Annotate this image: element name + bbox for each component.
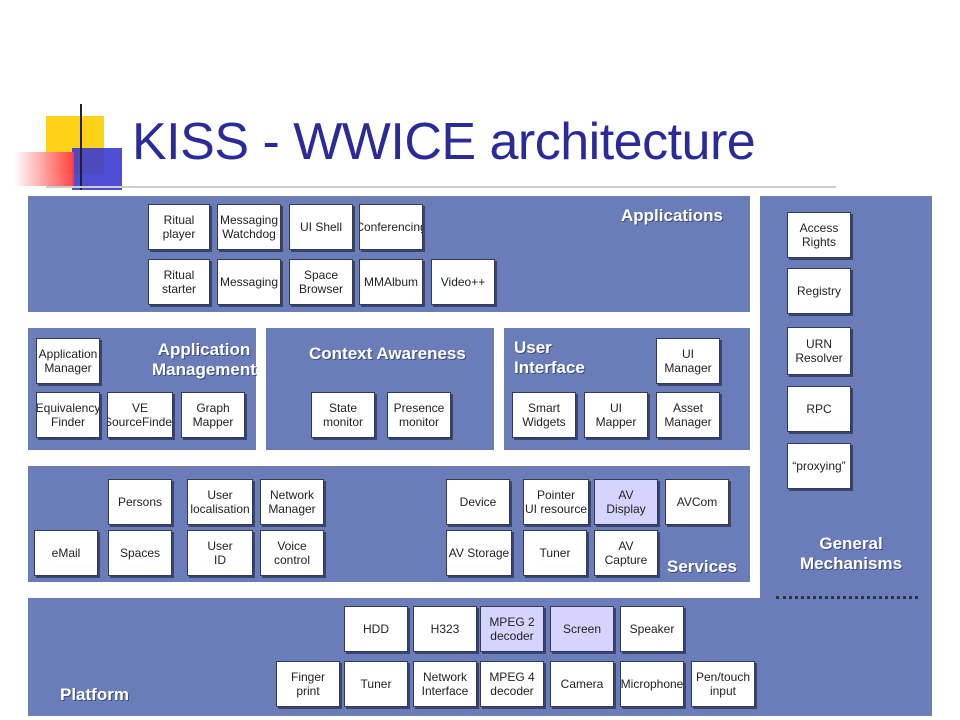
mpeg2-decoder-box: MPEG 2 decoder <box>480 606 544 652</box>
hdd-box: HDD <box>344 606 408 652</box>
messaging-watchdog-box: Messaging Watchdog <box>217 204 281 250</box>
user-interface-label: User Interface <box>514 338 585 377</box>
access-rights-box: Access Rights <box>787 212 851 258</box>
presence-monitor-box: Presence monitor <box>387 392 451 438</box>
av-storage-box: AV Storage <box>446 530 512 576</box>
messaging-box: Messaging <box>217 259 281 305</box>
ritual-starter-box: Ritual starter <box>148 259 210 305</box>
slide-title: KISS - WWICE architecture <box>132 113 756 171</box>
registry-box: Registry <box>787 268 851 314</box>
graph-mapper-box: Graph Mapper <box>181 392 245 438</box>
equivalency-finder-box: Equivalency Finder <box>36 392 100 438</box>
general-mechanisms-label: General Mechanisms <box>800 534 903 573</box>
context-awareness-panel <box>266 328 494 450</box>
applications-label: Applications <box>621 206 724 225</box>
network-interface-box: Network Interface <box>413 661 477 707</box>
ui-shell-box: UI Shell <box>289 204 353 250</box>
general-mechanisms-connector <box>760 580 932 600</box>
space-browser-box: Space Browser <box>289 259 353 305</box>
spaces-box: Spaces <box>108 530 172 576</box>
title-logo-red-square <box>14 152 74 186</box>
finger-print-box: Finger print <box>276 661 340 707</box>
proxying-box: “proxying” <box>787 443 851 489</box>
screen-box: Screen <box>550 606 614 652</box>
speaker-box: Speaker <box>620 606 684 652</box>
av-display-box: AV Display <box>594 479 658 525</box>
pointer-ui-resource-box: Pointer UI resource <box>523 479 589 525</box>
platform-label: Platform <box>60 685 129 704</box>
title-logo-horizontal-line <box>46 186 836 188</box>
ui-mapper-box: UI Mapper <box>584 392 648 438</box>
pen-touch-input-box: Pen/touch input <box>691 661 755 707</box>
ritual-player-box: Ritual player <box>148 204 210 250</box>
mpeg4-decoder-box: MPEG 4 decoder <box>480 661 544 707</box>
app-management-label: Application Management <box>152 340 256 379</box>
camera-box: Camera <box>550 661 614 707</box>
urn-resolver-box: URN Resolver <box>787 327 851 375</box>
user-id-box: User ID <box>187 530 253 576</box>
conferencing-box: Conferencing <box>359 204 423 250</box>
av-capture-box: AV Capture <box>594 530 658 576</box>
application-manager-box: Application Manager <box>36 338 100 384</box>
user-localisation-box: User localisation <box>187 479 253 525</box>
smart-widgets-box: Smart Widgets <box>512 392 576 438</box>
avcom-box: AVCom <box>665 479 729 525</box>
general-mechanisms-dotted-line <box>776 596 918 599</box>
network-manager-box: Network Manager <box>260 479 324 525</box>
ui-manager-box: UI Manager <box>656 338 720 384</box>
context-awareness-label: Context Awareness <box>309 344 466 363</box>
services-label: Services <box>667 557 737 576</box>
tuner-platform-box: Tuner <box>344 661 408 707</box>
email-box: eMail <box>34 530 98 576</box>
title-logo-vertical-line <box>80 104 82 190</box>
voice-control-box: Voice control <box>260 530 324 576</box>
h323-box: H323 <box>413 606 477 652</box>
asset-manager-box: Asset Manager <box>656 392 720 438</box>
persons-box: Persons <box>108 479 172 525</box>
state-monitor-box: State monitor <box>311 392 375 438</box>
mmalbum-box: MMAlbum <box>359 259 423 305</box>
ve-sourcefinder-box: VE SourceFinder <box>107 392 173 438</box>
rpc-box: RPC <box>787 386 851 432</box>
device-box: Device <box>446 479 510 525</box>
videopp-box: Video++ <box>431 259 495 305</box>
tuner-services-box: Tuner <box>523 530 587 576</box>
microphone-box: Microphone <box>620 661 684 707</box>
